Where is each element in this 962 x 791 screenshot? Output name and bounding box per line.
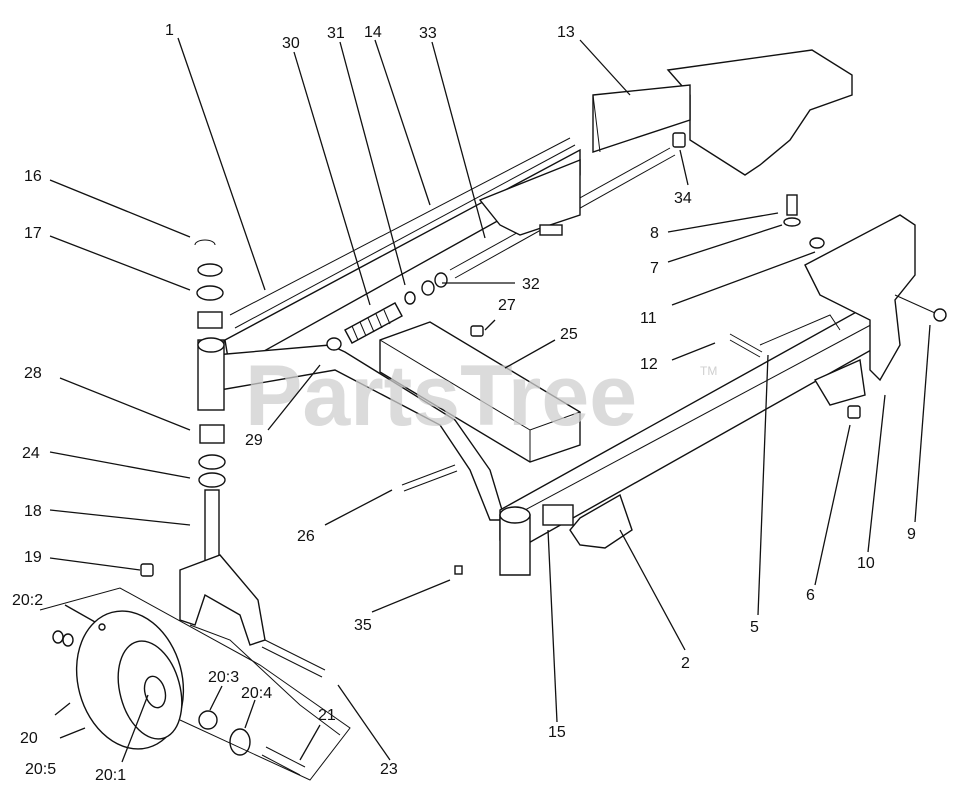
part-31-washer [404, 291, 416, 305]
callout-27: 27 [498, 297, 516, 314]
callout-23: 23 [380, 761, 398, 778]
part-8-bolt [786, 194, 798, 216]
part-32-nut [421, 280, 435, 296]
callout-15: 15 [548, 724, 566, 741]
callout-20: 20 [20, 730, 38, 747]
caster-fork [179, 554, 266, 646]
callout-30: 30 [282, 35, 300, 52]
spindle-assembly-box [189, 624, 341, 736]
callout-24: 24 [22, 445, 40, 462]
callout-31: 31 [327, 25, 345, 42]
part-35-fitting [454, 565, 463, 575]
part-32-nut-b [434, 272, 448, 288]
callout-32: 32 [522, 276, 540, 293]
callout-26: 26 [297, 528, 315, 545]
part-11-nut [809, 237, 825, 249]
part-9-bolt [894, 294, 947, 322]
callout-8: 8 [650, 225, 659, 242]
callout-17: 17 [24, 225, 42, 242]
callout-6: 6 [806, 587, 815, 604]
wheel-assembly-box [39, 587, 351, 781]
callout-20-3: 20:3 [208, 669, 239, 686]
callout-19: 19 [24, 549, 42, 566]
part-20-3-bearing [198, 710, 218, 730]
callout-20-4: 20:4 [241, 685, 272, 702]
callout-34: 34 [674, 190, 692, 207]
part-20-2-fitting [98, 623, 106, 631]
callout-2: 2 [681, 655, 690, 672]
callout-33: 33 [419, 25, 437, 42]
callout-21: 21 [318, 707, 336, 724]
callout-5: 5 [750, 619, 759, 636]
part-29-pivot-arm [214, 337, 506, 521]
part-20-2-nut [62, 633, 74, 647]
part-12-bolt [729, 333, 763, 358]
part-2-bracket [569, 493, 633, 549]
callout-13: 13 [557, 24, 575, 41]
part-6-nut [847, 405, 861, 419]
callout-14: 14 [364, 24, 382, 41]
callout-18: 18 [24, 503, 42, 520]
part-13-mount-plate [592, 49, 853, 176]
part-10-side-plate [759, 214, 916, 406]
part-20-wheel [75, 610, 185, 750]
part-34-nut [672, 132, 686, 148]
callout-labels: 1 30 31 14 33 13 16 17 34 8 7 32 27 11 2… [12, 22, 916, 784]
watermark-trademark: TM [700, 364, 717, 378]
callout-9: 9 [907, 526, 916, 543]
part-7-washer [783, 217, 801, 227]
callout-20-2: 20:2 [12, 592, 43, 609]
callout-25: 25 [560, 326, 578, 343]
watermark-text: PartsTree [245, 348, 637, 444]
callout-29: 29 [245, 432, 263, 449]
part-30-spring [344, 302, 403, 344]
part-25-square-tube [379, 321, 581, 463]
callout-11: 11 [640, 310, 657, 327]
callout-20-1: 20:1 [95, 767, 126, 784]
part-26-bolt [401, 464, 458, 492]
callout-20-5: 20:5 [25, 761, 56, 778]
spindle-stack [194, 239, 226, 571]
part-23-bolt [261, 639, 326, 678]
callout-7: 7 [650, 260, 659, 277]
callout-1: 1 [165, 22, 174, 39]
part-20-2-washer [52, 630, 64, 644]
part-21-axle [261, 746, 306, 776]
part-19-nut [140, 563, 154, 577]
callout-10: 10 [857, 555, 875, 572]
part-20-4-spacer [229, 728, 251, 756]
callout-16: 16 [24, 168, 42, 185]
leader-lines [49, 37, 931, 763]
callout-35: 35 [354, 617, 372, 634]
part-27-nut [470, 325, 484, 337]
callout-28: 28 [24, 365, 42, 382]
frame-drawing [39, 49, 947, 781]
callout-12: 12 [640, 356, 658, 373]
